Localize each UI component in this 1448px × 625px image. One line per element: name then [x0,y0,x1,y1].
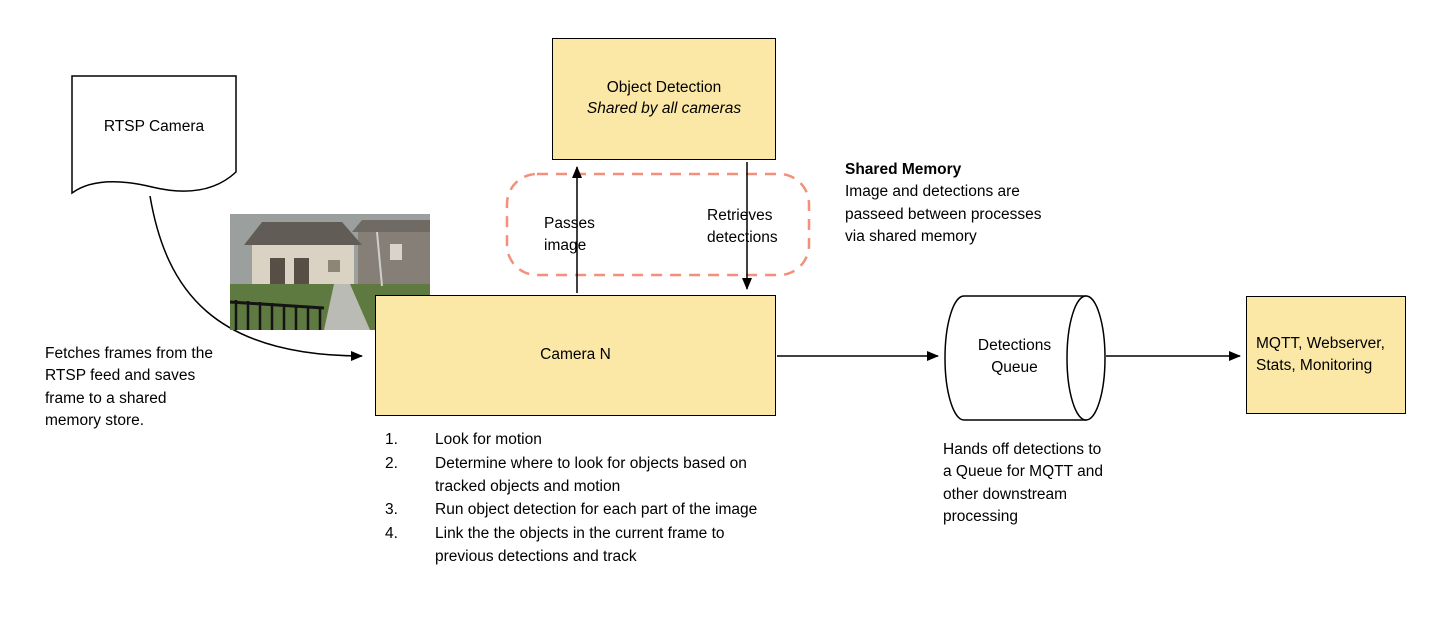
outputs-label: MQTT, Webserver, Stats, Monitoring [1256,335,1385,374]
rtsp-camera-shape [71,75,237,195]
detections-queue-node: Detections Queue [977,337,1052,376]
rtsp-camera-label: RTSP Camera [103,118,205,135]
retrieves-detections-label: Retrieves detections [707,207,778,246]
object-detection-subtitle: Shared by all cameras [586,100,742,117]
list-item: Look for motion [385,429,542,452]
list-item: Run object detection for each part of th… [385,499,758,522]
list-item: Determine where to look for objects base… [385,453,747,495]
object-detection-node: Object Detection Shared by all cameras [552,38,776,160]
list-item: Link the the objects in the current fram… [385,523,725,565]
camera-n-node: Camera N [375,295,776,416]
fetch-frames-note: Fetches frames from the RTSP feed and sa… [45,345,213,430]
shared-memory-region [505,172,811,277]
shared-memory-note: Shared Memory Image and detections are p… [845,159,1045,249]
passes-image-label: Passes image [544,215,595,254]
camera-n-label: Camera N [540,346,611,364]
outputs-node: MQTT, Webserver, Stats, Monitoring [1246,296,1406,414]
shared-memory-note-title: Shared Memory [845,161,962,178]
shared-memory-note-body: Image and detections are passeed between… [845,183,1042,246]
object-detection-title: Object Detection [606,79,722,97]
detections-queue-shape [944,295,1106,421]
rtsp-camera-node: RTSP Camera [72,116,236,138]
queue-handoff-note: Hands off detections to a Queue for MQTT… [943,441,1103,526]
camera-steps-list: Look for motion Determine where to look … [383,429,783,570]
arrow-rtsp-to-camera [149,195,363,361]
